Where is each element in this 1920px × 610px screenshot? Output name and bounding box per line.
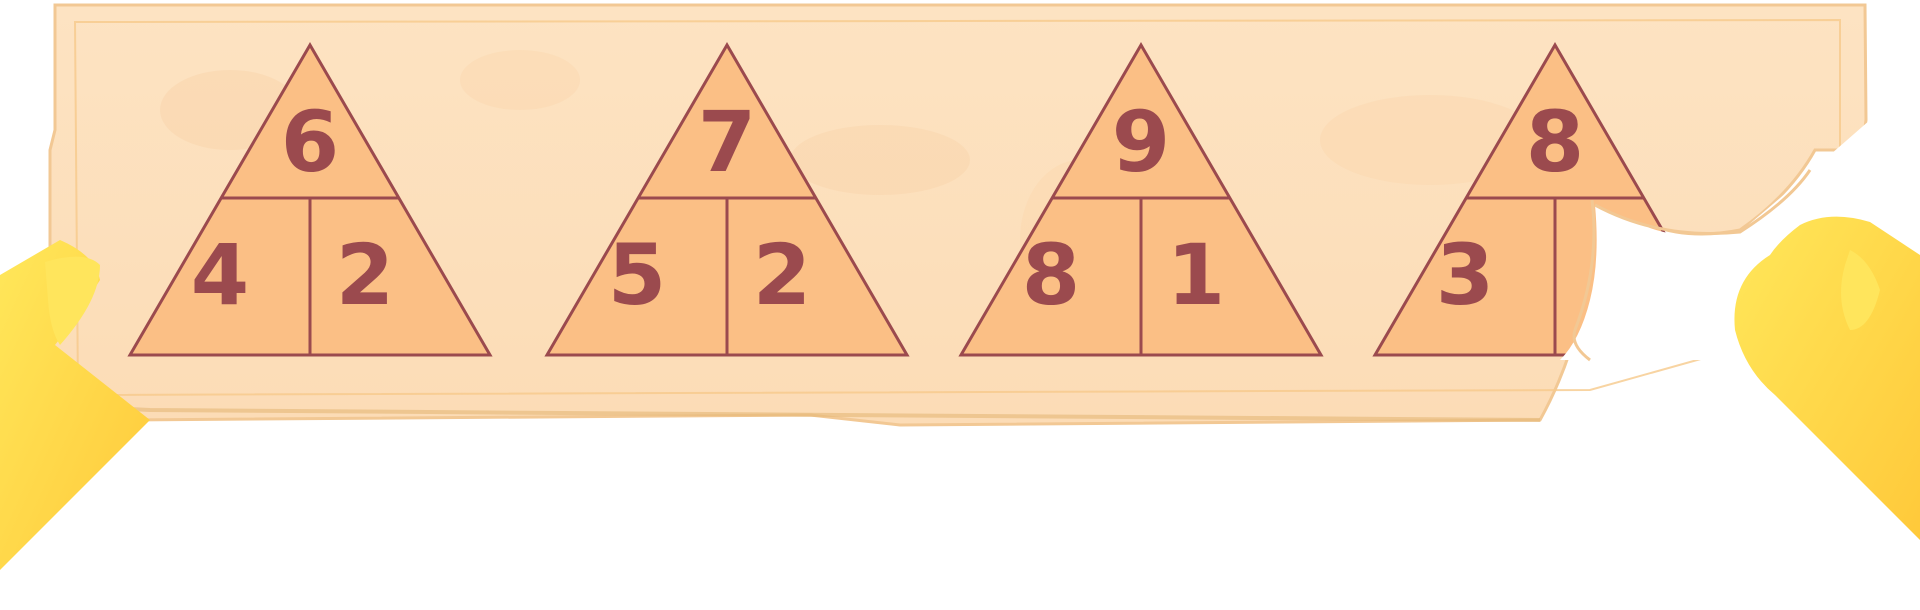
triangle-top-number: 7 (698, 93, 756, 191)
triangle-right-number: 2 (753, 226, 811, 324)
triangle-right-number: 1 (1167, 226, 1225, 324)
triangle-top-number: 9 (1112, 93, 1170, 191)
triangle-top-number: 8 (1526, 93, 1584, 191)
triangle-top-number: 6 (281, 93, 339, 191)
torn-paper-edge (1572, 169, 1812, 362)
triangle-left-number: 3 (1436, 226, 1494, 324)
triangle-right-number: 2 (336, 226, 394, 324)
right-hand-icon (1734, 216, 1920, 540)
triangle-left-number: 8 (1022, 226, 1080, 324)
triangle-left-number: 4 (191, 226, 249, 324)
triangle-left-number: 5 (608, 226, 666, 324)
left-hand-icon (0, 240, 150, 570)
